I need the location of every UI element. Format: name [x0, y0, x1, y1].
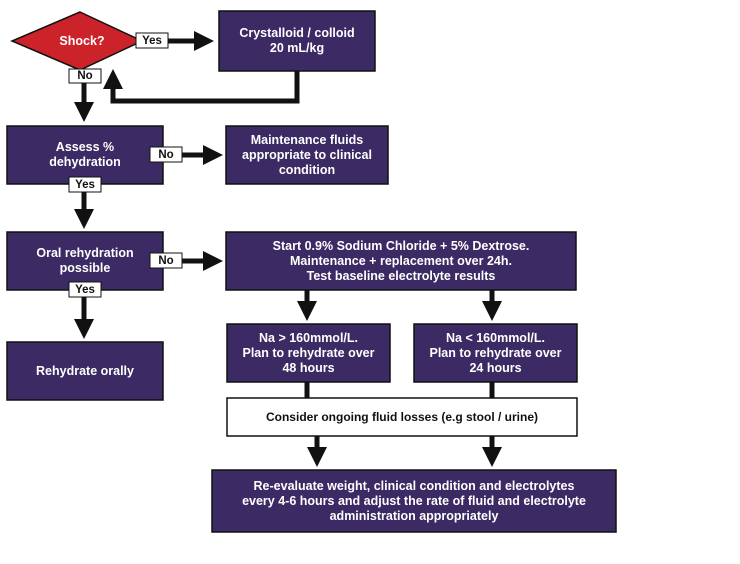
tag-assess-no-box [149, 146, 183, 163]
na-high-label: Na > 160mmol/L. Plan to rehydrate over 4… [242, 330, 375, 375]
tag-assess-no: No [158, 148, 174, 161]
maintenance-box [225, 125, 389, 185]
tag-oral-no-box [149, 252, 183, 269]
ongoing-losses-box [226, 397, 578, 437]
tag-shock-no-box [68, 68, 102, 84]
arrow-crystalloid-return [103, 69, 300, 104]
assess-label: Assess % dehydration [49, 140, 121, 169]
ongoing-losses-label: Consider ongoing fluid losses (e.g stool… [265, 409, 538, 424]
tag-shock-yes-box [135, 32, 169, 49]
na-low-box [413, 323, 578, 383]
na-low-label: Na < 160mmol/L. Plan to rehydrate over 2… [429, 330, 562, 375]
tag-shock-yes: Yes [142, 34, 162, 47]
tag-assess-yes-box [68, 176, 102, 193]
reevaluate-box [211, 469, 617, 533]
crystalloid-label: Crystalloid / colloid 20 mL/kg [239, 26, 355, 55]
rehydrate-orally-box [6, 341, 164, 401]
assess-box [6, 125, 164, 185]
saline-box [225, 231, 577, 291]
shock-label: Shock? [59, 33, 105, 48]
tag-assess-yes: Yes [75, 178, 95, 191]
tag-oral-no: No [158, 254, 174, 267]
saline-label: Start 0.9% Sodium Chloride + 5% Dextrose… [272, 238, 530, 283]
crystalloid-box [218, 10, 376, 72]
reevaluate-label: Re-evaluate weight, clinical condition a… [242, 478, 586, 523]
tag-shock-no: No [77, 70, 93, 82]
rehydrate-orally-label: Rehydrate orally [36, 363, 134, 378]
oral-label: Oral rehydration possible [36, 246, 134, 275]
oral-box [6, 231, 164, 291]
na-high-box [226, 323, 391, 383]
maintenance-label: Maintenance fluids appropriate to clinic… [242, 132, 372, 177]
tag-oral-yes-box [68, 281, 102, 298]
tag-oral-yes: Yes [75, 283, 95, 296]
